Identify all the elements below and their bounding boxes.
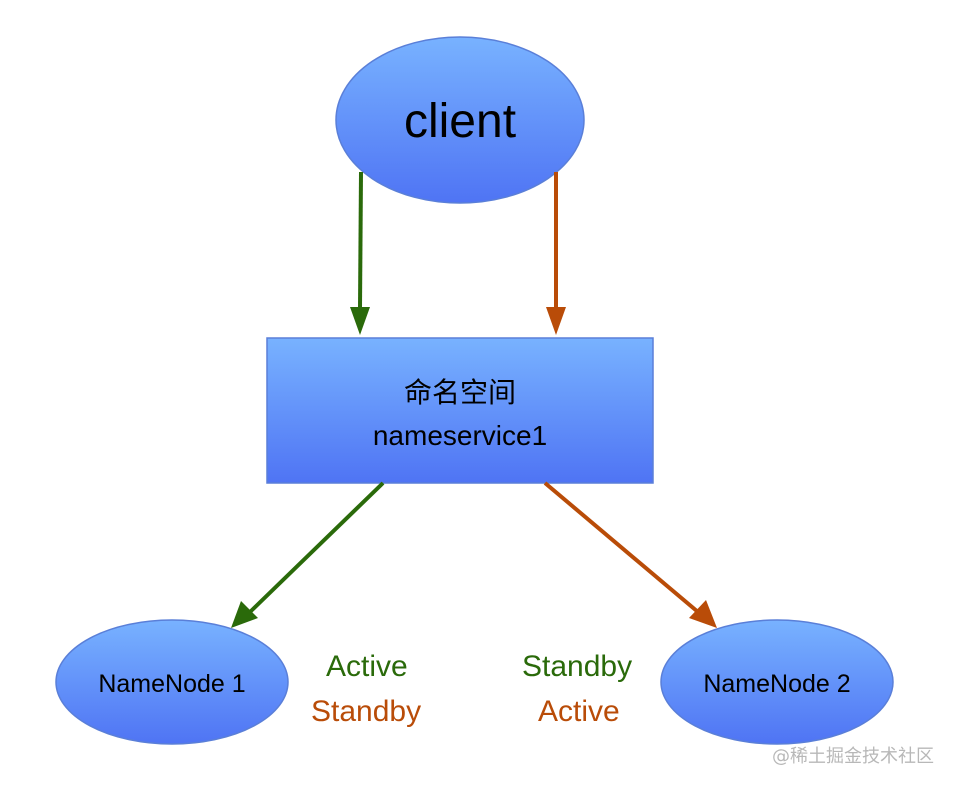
nameservice-label-cn: 命名空间 (404, 376, 516, 409)
nameservice-node (266, 337, 654, 484)
edge-client-nameservice-primary (358, 171, 363, 309)
namenode2-state-secondary: Active (538, 695, 620, 728)
namenode1-state-secondary: Standby (311, 695, 422, 728)
watermark: @稀土掘金技术社区 (772, 746, 934, 767)
namenode1-node (55, 619, 289, 745)
arrowhead-secondary-1 (546, 307, 566, 335)
client-node (335, 36, 585, 204)
client-label: client (404, 95, 516, 148)
arrowhead-secondary-2 (689, 600, 717, 628)
nameservice-label-en: nameservice1 (373, 420, 547, 451)
arrowhead-primary-2 (231, 601, 258, 628)
namenode1-label: NameNode 1 (98, 670, 245, 698)
namenode1-state-primary: Active (326, 650, 408, 683)
namenode2-node (660, 619, 894, 745)
arrowhead-primary-1 (350, 307, 370, 335)
namenode2-state-primary: Standby (522, 650, 633, 683)
edge-nameservice-namenode2 (543, 481, 700, 614)
namenode2-label: NameNode 2 (703, 670, 850, 698)
edge-nameservice-namenode1 (248, 481, 385, 614)
